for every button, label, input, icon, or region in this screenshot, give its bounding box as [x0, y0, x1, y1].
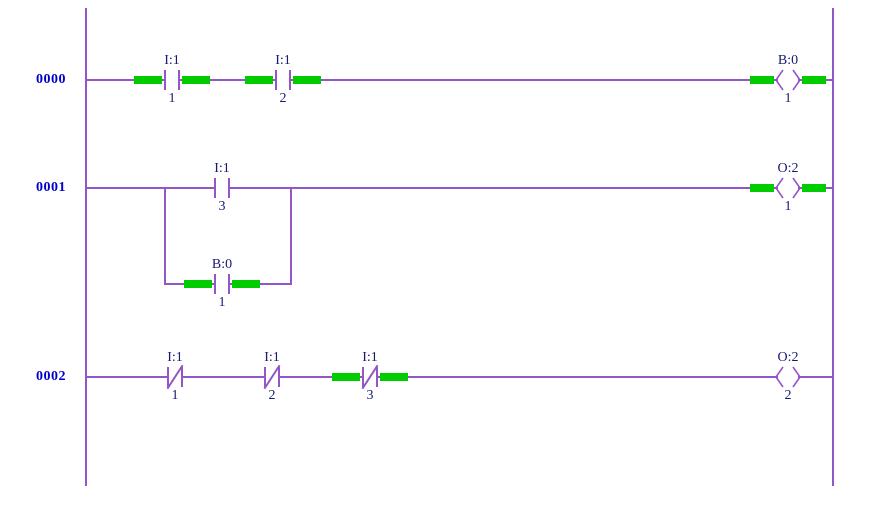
contact-address: B:0 [211, 257, 233, 272]
contact-bit: 1 [218, 295, 226, 310]
contact-gap [216, 273, 228, 295]
contact-bit: 1 [171, 388, 179, 403]
contact-bar-right [228, 274, 230, 294]
contact-gap [166, 69, 178, 91]
contact-bar-left [264, 367, 266, 387]
contact-bit: 2 [279, 91, 287, 106]
no-contact-symbol [134, 69, 210, 91]
nc-contact-i1-1[interactable]: I:1 1 [137, 350, 213, 403]
contact-bar-left [214, 178, 216, 198]
power-flow-highlight-right [380, 373, 408, 381]
coil-address: O:2 [777, 350, 799, 365]
rung-number-0000[interactable]: 0000 [36, 72, 66, 87]
coil-parentheses-icon [775, 177, 801, 199]
contact-address: I:1 [164, 53, 180, 68]
coil-o2-2[interactable]: O:2 2 [750, 350, 826, 403]
power-flow-highlight-left [245, 76, 273, 84]
coil-o2-1[interactable]: O:2 1 [750, 161, 826, 214]
coil-parentheses-icon [775, 366, 801, 388]
left-power-rail [85, 8, 87, 486]
contact-address: I:1 [214, 161, 230, 176]
contact-bar-right [181, 367, 183, 387]
nc-contact-i1-3[interactable]: I:1 3 [332, 350, 408, 403]
no-contact-i1-2[interactable]: I:1 2 [245, 53, 321, 106]
coil-symbol [750, 366, 826, 388]
coil-parentheses-icon [775, 69, 801, 91]
contact-bar-left [275, 70, 277, 90]
coil-gap [778, 69, 798, 91]
coil-symbol [750, 177, 826, 199]
nc-contact-i1-2[interactable]: I:1 2 [234, 350, 310, 403]
contact-bar-right [178, 70, 180, 90]
branch-riser-right [290, 187, 292, 285]
rung-number-0001[interactable]: 0001 [36, 180, 66, 195]
contact-bar-right [228, 178, 230, 198]
no-contact-symbol [184, 273, 260, 295]
contact-bit: 2 [268, 388, 276, 403]
power-flow-highlight-left [184, 280, 212, 288]
power-flow-highlight-right [232, 280, 260, 288]
rung-wire-0002 [86, 376, 832, 378]
power-flow-highlight-right [802, 184, 826, 192]
no-contact-symbol [245, 69, 321, 91]
contact-gap [277, 69, 289, 91]
contact-gap [216, 177, 228, 199]
coil-bit: 1 [784, 199, 792, 214]
contact-bar-left [167, 367, 169, 387]
rung-wire-0001 [86, 187, 832, 189]
nc-contact-symbol [137, 364, 213, 390]
coil-bit: 1 [784, 91, 792, 106]
contact-address: I:1 [167, 350, 183, 365]
power-flow-highlight-right [293, 76, 321, 84]
contact-bar-right [376, 367, 378, 387]
contact-address: I:1 [264, 350, 280, 365]
rung-wire-0000 [86, 79, 832, 81]
coil-b0-1[interactable]: B:0 1 [750, 53, 826, 106]
no-contact-i1-3[interactable]: I:1 3 [184, 161, 260, 214]
coil-address: B:0 [777, 53, 799, 68]
contact-bar-right [278, 367, 280, 387]
contact-address: I:1 [275, 53, 291, 68]
contact-bit: 3 [218, 199, 226, 214]
branch-riser-left [164, 187, 166, 285]
contact-bit: 1 [168, 91, 176, 106]
coil-bit: 2 [784, 388, 792, 403]
coil-symbol [750, 69, 826, 91]
contact-bar-left [164, 70, 166, 90]
contact-bar-left [214, 274, 216, 294]
no-contact-i1-1[interactable]: I:1 1 [134, 53, 210, 106]
coil-gap [778, 366, 798, 388]
power-flow-highlight-right [182, 76, 210, 84]
power-flow-highlight-left [134, 76, 162, 84]
no-contact-symbol [184, 177, 260, 199]
rung-number-0002[interactable]: 0002 [36, 369, 66, 384]
power-flow-highlight-left [750, 76, 774, 84]
coil-address: O:2 [777, 161, 799, 176]
contact-bar-right [289, 70, 291, 90]
contact-bit: 3 [366, 388, 374, 403]
power-flow-highlight-left [332, 373, 360, 381]
power-flow-highlight-left [750, 184, 774, 192]
coil-gap [778, 177, 798, 199]
no-contact-b0-1[interactable]: B:0 1 [184, 257, 260, 310]
contact-address: I:1 [362, 350, 378, 365]
nc-contact-symbol [332, 364, 408, 390]
nc-contact-symbol [234, 364, 310, 390]
right-power-rail [832, 8, 834, 486]
contact-bar-left [362, 367, 364, 387]
power-flow-highlight-right [802, 76, 826, 84]
